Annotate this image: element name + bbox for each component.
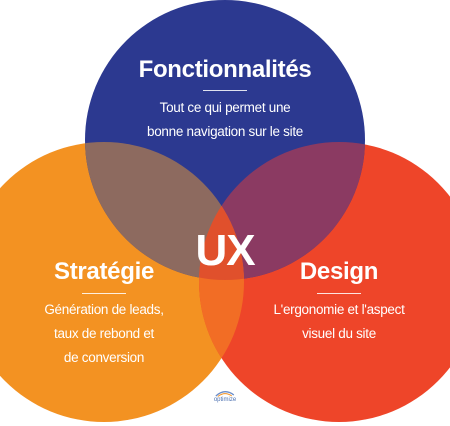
desc-line: bonne navigation sur le site bbox=[147, 124, 303, 139]
divider-fonctionnalites bbox=[203, 90, 247, 91]
desc-strategie: Génération de leads, taux de rebond et d… bbox=[44, 298, 164, 370]
overlap-fonctionnalites-strategie bbox=[85, 142, 244, 280]
divider-strategie bbox=[82, 293, 126, 294]
desc-line: taux de rebond et bbox=[54, 326, 154, 341]
title-fonctionnalites: Fonctionnalités bbox=[138, 56, 312, 83]
title-strategie: Stratégie bbox=[53, 258, 155, 285]
desc-line: Génération de leads, bbox=[44, 302, 164, 317]
overlap-fonctionnalites-design bbox=[199, 142, 365, 280]
logo-text: optimize bbox=[213, 397, 237, 403]
desc-line: de conversion bbox=[63, 350, 145, 365]
brand-logo: optimize bbox=[214, 390, 236, 403]
desc-line: visuel du site bbox=[302, 326, 376, 341]
swoosh-logo-icon bbox=[215, 391, 235, 397]
desc-line: Tout ce qui permet une bbox=[159, 100, 291, 115]
center-label-ux: UX bbox=[195, 226, 255, 275]
desc-line: L'ergonomie et l'aspect bbox=[273, 302, 405, 317]
title-design: Design bbox=[299, 258, 379, 285]
desc-fonctionnalites: Tout ce qui permet une bonne navigation … bbox=[147, 96, 303, 144]
divider-design bbox=[317, 293, 361, 294]
desc-design: L'ergonomie et l'aspect visuel du site bbox=[273, 298, 404, 346]
